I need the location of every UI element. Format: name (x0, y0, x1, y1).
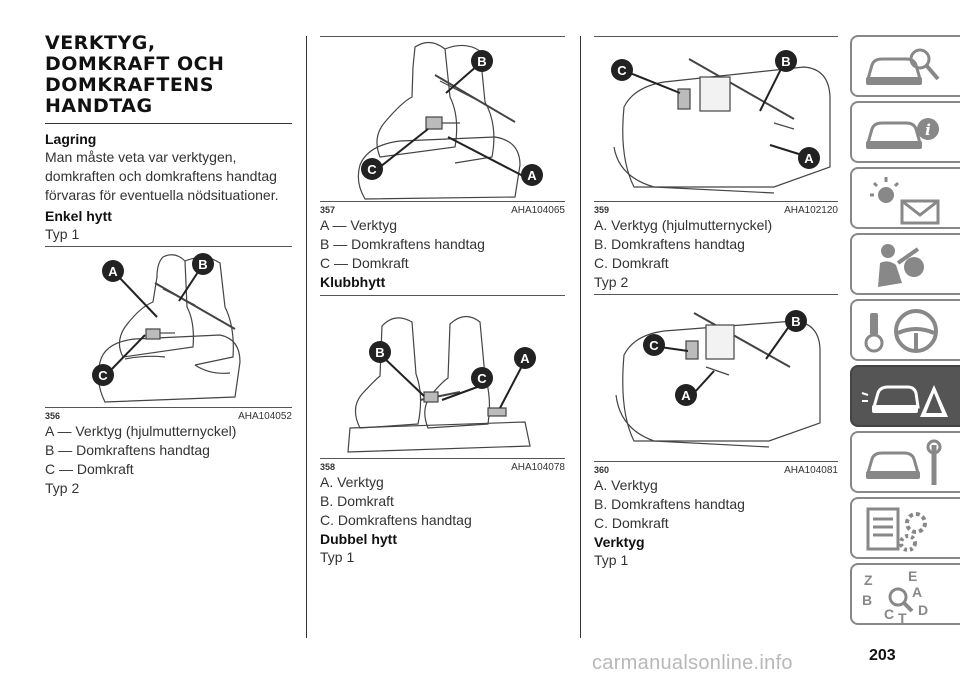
legend-item: A. Verktyg (594, 477, 658, 493)
figure-number: 360 (594, 465, 610, 475)
figure-357: B C A 357 AHA104065 (320, 37, 565, 216)
figure-360: C B A 360 AHA104081 (594, 295, 838, 476)
legend-item: A. Verktyg (320, 474, 384, 490)
column-3: C B A 359 AHA102120 A. Verktyg (hjulmutt… (594, 0, 838, 570)
legend-item: C — Domkraft (320, 255, 409, 271)
legend-item: B — Domkraftens handtag (320, 236, 485, 252)
rule (320, 295, 565, 296)
legend-item: C. Domkraftens handtag (320, 512, 472, 528)
figure-id: AHA104078 (511, 462, 565, 473)
figure-caption: 359 AHA102120 (594, 201, 838, 216)
rule (320, 36, 565, 37)
callout-label: B (781, 54, 790, 69)
figure-caption: 358 AHA104078 (320, 458, 565, 473)
car-wrench-icon[interactable] (850, 431, 960, 493)
seat-illustration: B C A (347, 315, 536, 453)
legend-item: A — Verktyg (hjulmutternyckel) (45, 423, 237, 439)
type-label: Typ 2 (45, 480, 80, 496)
legend-item: B. Domkraftens handtag (594, 496, 745, 512)
index-letter: T (898, 610, 907, 623)
column-divider (306, 36, 307, 638)
figure-359: C B A 359 AHA102120 (594, 37, 838, 216)
title-rule (45, 123, 292, 124)
legend-item: A. Verktyg (hjulmutternyckel) (594, 217, 773, 233)
callout-label: A (804, 151, 814, 166)
index-letter: A (912, 584, 922, 600)
rule (45, 246, 292, 247)
figure-356: A B C 356 AHA104052 (45, 247, 292, 422)
figure-number: 357 (320, 205, 336, 215)
figure-id: AHA104081 (784, 465, 838, 476)
car-info-icon[interactable]: i (850, 101, 960, 163)
figure-358: B C A 358 AHA104078 (320, 296, 565, 473)
callout-label: B (375, 345, 384, 360)
figure-caption: 357 AHA104065 (320, 201, 565, 216)
callout-label: A (520, 351, 530, 366)
callout-label: A (108, 264, 118, 279)
figure-id: AHA104065 (511, 205, 565, 216)
legend-item: B. Domkraftens handtag (594, 236, 745, 252)
settings-list-icon[interactable] (850, 497, 960, 559)
heading-klubbhytt: Klubbhytt (320, 274, 386, 290)
type-label: Typ 1 (320, 549, 355, 565)
callout-label: B (477, 54, 486, 69)
seat-illustration: B C A (357, 41, 543, 200)
heading-dubbel-hytt: Dubbel hytt (320, 531, 397, 547)
airbag-person-icon[interactable] (850, 233, 960, 295)
page-number: 203 (869, 647, 896, 664)
callout-label: C (649, 338, 659, 353)
type-label: Typ 1 (594, 552, 629, 568)
rule (594, 294, 838, 295)
intro-text: Man måste veta var verktygen, domkraften… (45, 149, 279, 203)
column-1: VERKTYG, DOMKRAFT OCH DOMKRAFTENS HANDTA… (45, 0, 292, 498)
callout-label: C (98, 368, 108, 383)
index-letter: B (862, 592, 872, 608)
legend-item: B — Domkraftens handtag (45, 442, 210, 458)
alphabetical-index-icon[interactable]: Z E B A C D T (850, 563, 960, 625)
callout-label: C (477, 371, 487, 386)
heading-enkel-hytt: Enkel hytt (45, 208, 112, 224)
car-search-icon[interactable] (850, 35, 960, 97)
svg-text:i: i (925, 121, 931, 139)
figure-number: 356 (45, 411, 61, 421)
index-letter: D (918, 602, 928, 618)
callout-label: B (791, 314, 800, 329)
index-letter: C (884, 606, 894, 622)
rear-bench-illustration: C B A (615, 310, 821, 448)
rear-bench-illustration: C B A (611, 50, 831, 194)
column-divider (580, 36, 581, 638)
figure-id: AHA102120 (784, 205, 838, 216)
column-2: B C A 357 AHA104065 A — Verktyg B — Domk… (320, 0, 565, 567)
warning-lights-icon[interactable] (850, 167, 960, 229)
figure-id: AHA104052 (238, 411, 292, 422)
legend-item: B. Domkraft (320, 493, 394, 509)
heading-lagring: Lagring (45, 131, 97, 147)
legend-item: C. Domkraft (594, 255, 669, 271)
legend-item: C — Domkraft (45, 461, 134, 477)
figure-number: 358 (320, 462, 336, 472)
seat-illustration: A B C (92, 253, 241, 403)
heading-verktyg: Verktyg (594, 534, 645, 550)
callout-label: A (527, 168, 537, 183)
callout-label: A (681, 388, 691, 403)
rule (594, 36, 838, 37)
callout-label: C (367, 162, 377, 177)
figure-number: 359 (594, 205, 610, 215)
legend-item: A — Verktyg (320, 217, 398, 233)
page-title: VERKTYG, DOMKRAFT OCH DOMKRAFTENS HANDTA… (45, 32, 225, 117)
type-label: Typ 2 (594, 274, 629, 290)
legend-item: C. Domkraft (594, 515, 669, 531)
index-letter: Z (864, 572, 873, 588)
key-steering-wheel-icon[interactable] (850, 299, 960, 361)
callout-label: B (198, 257, 207, 272)
figure-caption: 360 AHA104081 (594, 461, 838, 476)
watermark: carmanualsonline.info (592, 652, 793, 674)
index-letter: E (908, 569, 917, 584)
callout-label: C (617, 63, 627, 78)
type-label: Typ 1 (45, 226, 80, 242)
figure-caption: 356 AHA104052 (45, 407, 292, 422)
car-warning-triangle-icon[interactable] (850, 365, 960, 427)
